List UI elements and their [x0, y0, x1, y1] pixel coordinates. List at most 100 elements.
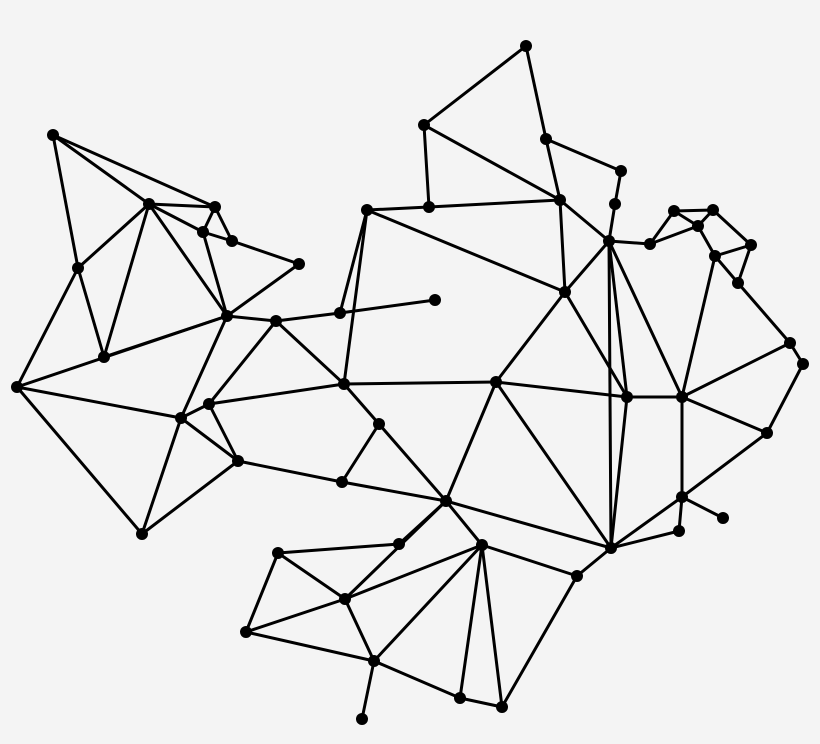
graph-node [368, 655, 380, 667]
graph-edge [524, 44, 548, 141]
graph-node [136, 528, 148, 540]
graph-edge [343, 499, 448, 601]
graph-edge [494, 290, 567, 384]
graph-edge [372, 543, 484, 663]
graph-edge [244, 597, 347, 634]
graph-node [745, 239, 757, 251]
graph-node [668, 205, 680, 217]
graph-edge [140, 416, 183, 536]
graph-edge [648, 209, 676, 246]
graph-edge [480, 543, 504, 709]
graph-edge [225, 314, 278, 323]
graph-node [784, 337, 796, 349]
graph-node [520, 40, 532, 52]
graph-edge [338, 298, 437, 315]
graph-edge [102, 202, 151, 359]
graph-node [232, 455, 244, 467]
graph-edge [422, 123, 562, 202]
graph-edge [680, 341, 792, 399]
graph-edge [607, 202, 617, 243]
graph-edge [444, 499, 613, 550]
graph-edge [207, 319, 278, 406]
node-layer [11, 40, 809, 725]
graph-edge [76, 266, 106, 359]
graph-node [496, 701, 508, 713]
graph-node [761, 427, 773, 439]
graph-edge [563, 239, 611, 294]
graph-node [732, 277, 744, 289]
graph-edge [201, 230, 229, 318]
graph-edge [225, 262, 301, 318]
graph-edge [15, 314, 229, 389]
graph-edge [179, 314, 229, 420]
graph-node [72, 262, 84, 274]
graph-edge [680, 254, 717, 399]
graph-edge [140, 459, 240, 536]
edge-layer [15, 44, 805, 721]
graph-node [554, 194, 566, 206]
graph-node [603, 235, 615, 247]
graph-node [361, 204, 373, 216]
graph-node [226, 235, 238, 247]
graph-node [334, 307, 346, 319]
graph-node [707, 204, 719, 216]
graph-node [692, 220, 704, 232]
graph-edge [563, 290, 629, 399]
graph-edge [207, 402, 240, 463]
graph-node [272, 547, 284, 559]
graph-edge [147, 202, 217, 209]
graph-edge [244, 551, 280, 634]
graph-edge [672, 208, 715, 213]
graph-edge [360, 659, 376, 721]
graph-edge [147, 202, 205, 234]
graph-edge [342, 380, 498, 386]
graph-node [393, 538, 405, 550]
graph-edge [458, 696, 504, 709]
graph-node [797, 358, 809, 370]
graph-edge [230, 239, 301, 266]
graph-edge [444, 380, 498, 503]
graph-edge [480, 543, 579, 578]
graph-edge [458, 543, 484, 700]
graph-edge [558, 198, 567, 294]
graph-node [676, 391, 688, 403]
graph-node [676, 491, 688, 503]
graph-edge [274, 311, 342, 323]
graph-edge [51, 133, 151, 206]
graph-edge [544, 137, 623, 173]
graph-node [373, 418, 385, 430]
graph-node [270, 315, 282, 327]
graph-node [621, 391, 633, 403]
graph-edge [15, 266, 80, 389]
graph-edge [680, 431, 769, 499]
graph-node [605, 542, 617, 554]
graph-edge [500, 574, 579, 709]
graph-edge [15, 385, 183, 420]
graph-node [559, 286, 571, 298]
graph-edge [648, 224, 700, 246]
graph-node [11, 381, 23, 393]
graph-node [429, 294, 441, 306]
graph-edge [575, 546, 613, 578]
graph-edge [236, 459, 344, 484]
graph-edge [343, 597, 376, 663]
graph-edge [343, 543, 484, 601]
graph-edge [680, 495, 725, 520]
graph-edge [51, 133, 80, 270]
graph-edge [558, 198, 611, 243]
graph-node [717, 512, 729, 524]
graph-edge [422, 44, 528, 127]
graph-edge [680, 395, 769, 435]
graph-node [339, 593, 351, 605]
graph-node [197, 226, 209, 238]
graph-node [609, 198, 621, 210]
graph-node [571, 570, 583, 582]
graph-node [221, 310, 233, 322]
graph-edge [607, 239, 652, 246]
graph-edge [607, 239, 629, 399]
graph-node [540, 133, 552, 145]
graph-node [240, 626, 252, 638]
graph-edge [207, 382, 346, 406]
graph-edge [494, 380, 613, 550]
graph-node [293, 258, 305, 270]
